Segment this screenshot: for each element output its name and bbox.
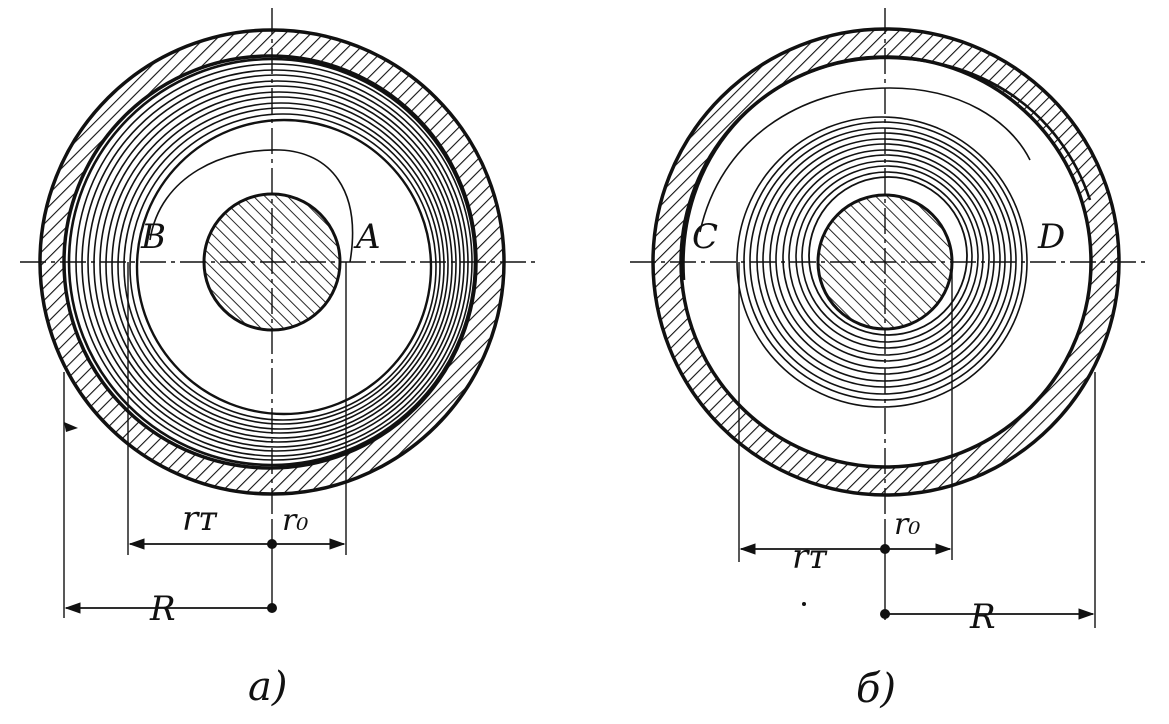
panel-a-centerlines: [20, 8, 540, 520]
label-R-a: R: [149, 589, 176, 629]
label-r0-b: r₀: [894, 507, 920, 542]
panel-a: B A rᴛ r₀ R a): [20, 8, 540, 710]
panel-b-winding: [736, 116, 1028, 408]
panel-b-centerlines: [630, 8, 1150, 520]
panel-b: C D rᴛ r₀ R б): [630, 8, 1150, 712]
label-r0-a: r₀: [282, 503, 308, 538]
panel-b-outer-coils: [682, 56, 1092, 281]
panel-b-dot-rt: [880, 544, 890, 554]
panel-b-dimensions: [739, 543, 1095, 620]
label-D: D: [1037, 217, 1065, 257]
panel-b-speck: [802, 602, 806, 606]
panel-a-dot-R: [267, 603, 277, 613]
label-R-b: R: [969, 597, 996, 637]
panel-a-dot-rt: [267, 539, 277, 549]
caption-b: б): [856, 666, 896, 712]
panel-b-dot-R: [880, 609, 890, 619]
panel-b-extension-lines: [738, 262, 1096, 628]
panel-a-leader-arrow: [64, 422, 78, 432]
label-B: B: [140, 217, 166, 257]
label-A: A: [353, 217, 381, 257]
label-C: C: [692, 217, 718, 257]
caption-a: a): [248, 664, 287, 710]
label-rt-b: rᴛ: [792, 537, 828, 577]
panel-a-extension-lines: [63, 262, 347, 618]
panel-a-dimensions: [64, 538, 346, 614]
label-rt-a: rᴛ: [182, 499, 218, 539]
